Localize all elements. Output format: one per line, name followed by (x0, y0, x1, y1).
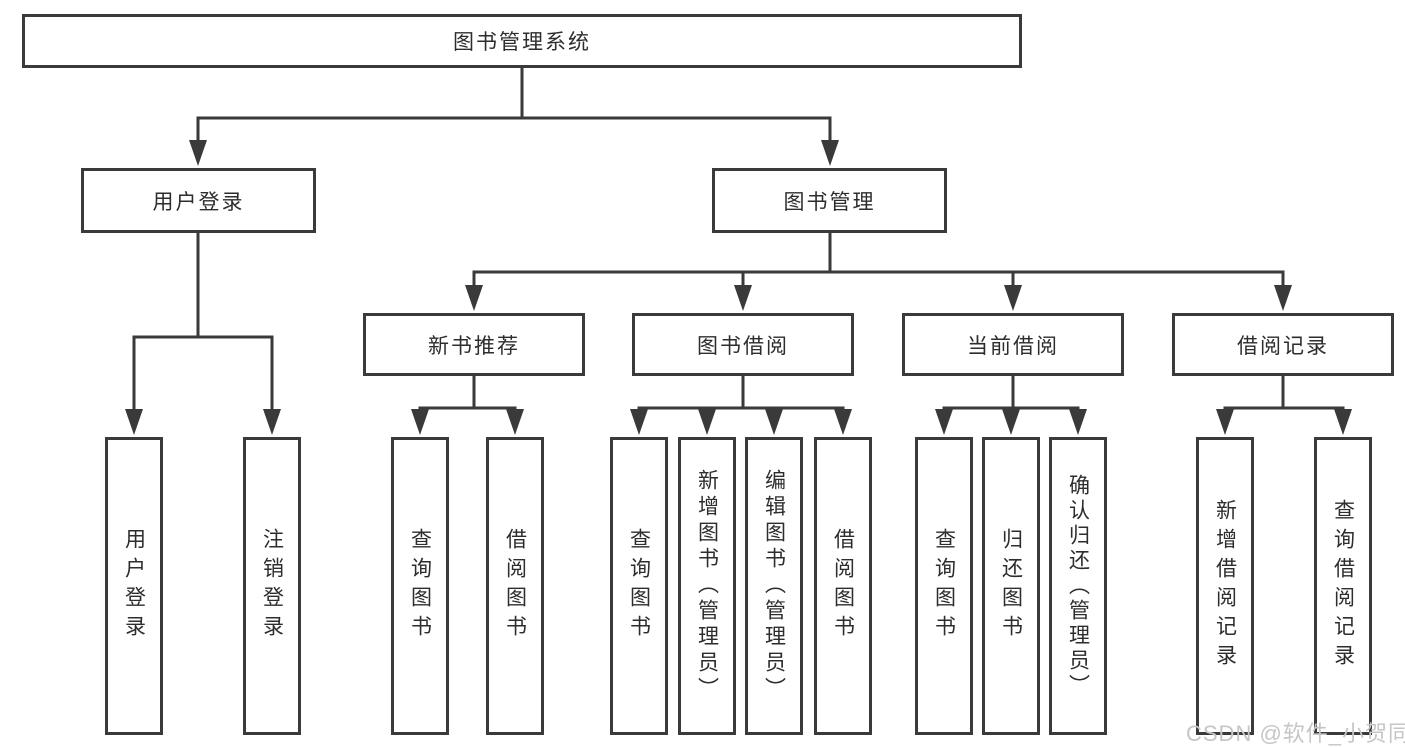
leaf-logout-login: 注销登录 (243, 437, 301, 735)
arrow-to-leaf-bb-borrow (834, 406, 852, 435)
connector-book-management-drop (472, 231, 1285, 274)
leaf-cb-confirm-return-admin: 确认归还（管理员） (1049, 437, 1107, 735)
leaf-bb-edit-book-admin: 编辑图书（管理员） (745, 437, 803, 735)
leaf-nb-query-book: 查询图书 (391, 437, 449, 735)
node-book-management: 图书管理 (712, 168, 947, 233)
arrow-to-leaf-nb-borrow (506, 406, 524, 435)
arrow-to-leaf-br-query (1334, 406, 1352, 435)
leaf-cb-return-book: 归还图书 (982, 437, 1040, 735)
leaf-bb-add-book-admin: 新增图书（管理员） (678, 437, 736, 735)
node-new-book-recommend: 新书推荐 (363, 313, 585, 376)
connector-root-drop (196, 66, 832, 120)
connector-book-borrow-drop (637, 374, 845, 410)
node-root-library-management-system: 图书管理系统 (22, 14, 1022, 68)
leaf-user-login: 用户登录 (105, 437, 163, 735)
leaf-nb-borrow-book: 借阅图书 (486, 437, 544, 735)
node-current-borrow: 当前借阅 (902, 313, 1124, 376)
arrow-to-current-borrow (1004, 270, 1022, 311)
arrow-to-leaf-bb-query (630, 406, 648, 435)
arrow-to-book-borrow (734, 270, 752, 311)
arrow-to-leaf-bb-edit (765, 406, 783, 435)
arrow-to-leaf-nb-query (411, 406, 429, 435)
arrow-to-leaf-cb-query (935, 406, 953, 435)
arrow-to-leaf-user-login (125, 335, 143, 435)
leaf-bb-query-book: 查询图书 (610, 437, 668, 735)
connector-user-login-drop (132, 231, 274, 339)
node-user-login: 用户登录 (81, 168, 316, 233)
connector-current-borrow-drop (942, 374, 1080, 410)
arrow-to-leaf-cb-confirm (1069, 406, 1087, 435)
leaf-br-add-record: 新增借阅记录 (1196, 437, 1254, 735)
arrow-to-user-login (189, 116, 207, 166)
arrow-to-book-management (821, 116, 839, 166)
arrow-to-leaf-cb-return (1002, 406, 1020, 435)
connector-new-book-recommend-drop (418, 374, 517, 410)
arrow-to-leaf-bb-add (698, 406, 716, 435)
node-borrow-record: 借阅记录 (1172, 313, 1394, 376)
arrow-to-leaf-logout (263, 335, 281, 435)
leaf-cb-query-book: 查询图书 (915, 437, 973, 735)
arrow-to-borrow-record (1274, 270, 1292, 311)
leaf-bb-borrow-book: 借阅图书 (814, 437, 872, 735)
arrow-to-new-book-recommend (465, 270, 483, 311)
node-book-borrow: 图书借阅 (632, 313, 854, 376)
csdn-watermark: CSDN @软件_小贺同学 (1186, 721, 1405, 746)
leaf-br-query-record: 查询借阅记录 (1314, 437, 1372, 735)
connector-borrow-record-drop (1223, 374, 1345, 410)
arrow-to-leaf-br-add (1216, 406, 1234, 435)
